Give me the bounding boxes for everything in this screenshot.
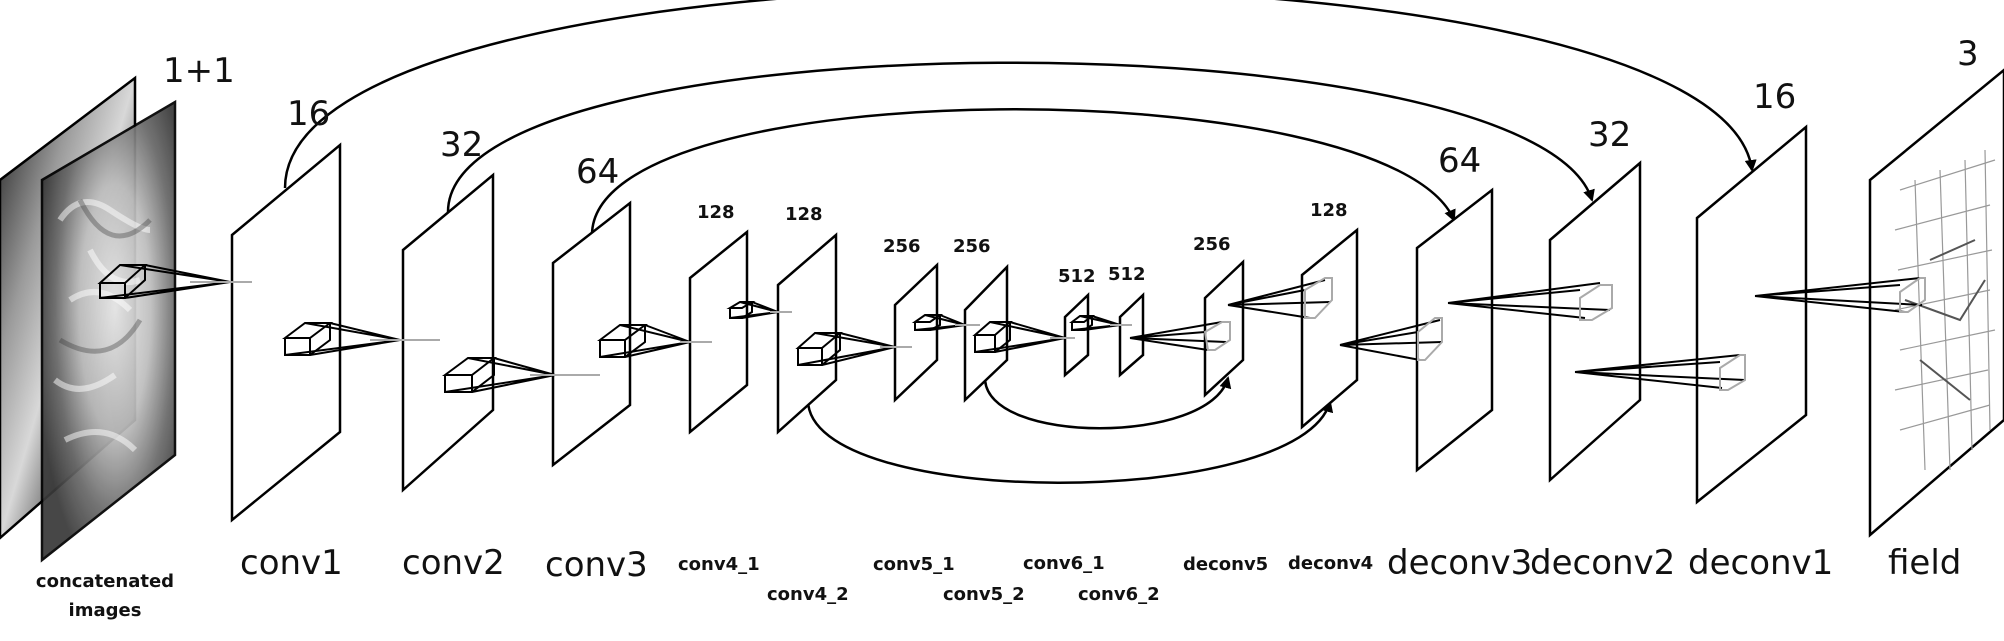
channels-conv2: 32	[440, 125, 483, 165]
channels-deconv1: 16	[1753, 77, 1796, 117]
label-output: field	[1888, 543, 1961, 583]
kernel-conv4-1-conv4-2	[726, 301, 792, 319]
label-conv2: conv2	[402, 543, 505, 583]
layer-planes	[230, 124, 1808, 523]
kernel-deconv3-deconv2	[1447, 282, 1613, 321]
channel-labels: 1+1 16 32 64 128 128 256 256 512 512 256…	[163, 34, 1979, 287]
label-conv6-2: conv6_2	[1078, 584, 1160, 605]
kernel-conv4-2-conv5-1	[795, 332, 912, 366]
channels-conv4-1: 128	[697, 202, 735, 223]
channels-conv4-2: 128	[785, 204, 823, 225]
channels-deconv4: 128	[1310, 200, 1348, 221]
kernel-deconv4-deconv3	[1339, 317, 1443, 361]
channels-input: 1+1	[163, 51, 235, 91]
kernel-conv6-2-deconv5	[1129, 321, 1231, 351]
plane-conv1	[230, 142, 342, 523]
label-input-line1: concatenated	[36, 571, 174, 592]
skip-conv5-deconv5	[983, 376, 1232, 430]
label-deconv1: deconv1	[1688, 543, 1833, 583]
skip-conv3-deconv3	[590, 108, 1456, 236]
label-deconv4: deconv4	[1288, 553, 1373, 574]
label-conv5-2: conv5_2	[943, 584, 1025, 605]
input-image-front	[40, 99, 177, 563]
layer-name-labels: concatenated images conv1 conv2 conv3 co…	[36, 543, 1961, 621]
channels-conv6-2: 512	[1108, 264, 1146, 285]
kernel-conv5-2-conv6-1	[972, 321, 1075, 353]
label-deconv2: deconv2	[1530, 543, 1675, 583]
plane-deconv4	[1300, 227, 1359, 430]
input-images	[0, 75, 177, 563]
label-conv1: conv1	[240, 543, 343, 583]
label-input-line2: images	[69, 600, 142, 621]
channels-conv5-1: 256	[883, 236, 921, 257]
conv-kernels	[97, 264, 1926, 393]
plane-conv6-2	[1118, 292, 1145, 378]
label-conv3: conv3	[545, 545, 648, 585]
kernel-conv3-conv4-1	[597, 324, 712, 358]
channels-conv1: 16	[287, 94, 330, 134]
plane-deconv3	[1415, 187, 1494, 473]
channels-output: 3	[1957, 34, 1979, 74]
skip-conv1-deconv1	[283, 0, 1757, 189]
kernel-deconv5-deconv4	[1227, 277, 1333, 319]
plane-deconv2	[1548, 160, 1642, 483]
plane-conv4-1	[688, 229, 749, 435]
label-deconv3: deconv3	[1387, 543, 1532, 583]
label-conv6-1: conv6_1	[1023, 553, 1105, 574]
channels-conv3: 64	[576, 152, 619, 192]
channels-deconv3: 64	[1438, 141, 1481, 181]
plane-conv2	[401, 172, 495, 493]
kernel-conv1-conv2	[282, 322, 440, 356]
plane-conv3	[551, 200, 632, 468]
label-deconv5: deconv5	[1183, 554, 1268, 575]
skip-connections	[283, 0, 1757, 484]
label-conv4-1: conv4_1	[678, 554, 760, 575]
skip-conv4-deconv4	[806, 399, 1334, 484]
channels-conv6-1: 512	[1058, 266, 1096, 287]
kernel-conv6-1-conv6-2	[1069, 315, 1132, 331]
kernel-conv2-conv3	[441, 357, 600, 393]
skip-conv2-deconv2	[446, 61, 1595, 213]
plane-conv6-1	[1063, 292, 1090, 378]
output-field-plane	[1868, 68, 2004, 538]
plane-deconv5	[1203, 259, 1245, 398]
output-field	[1868, 68, 2004, 538]
channels-deconv5: 256	[1193, 234, 1231, 255]
kernel-deconv2-deconv1	[1574, 354, 1746, 391]
kernel-deconv1-field	[1754, 277, 1926, 313]
plane-conv4-2	[776, 232, 838, 435]
kernel-input-conv1	[97, 264, 252, 299]
label-conv4-2: conv4_2	[767, 584, 849, 605]
kernel-conv5-1-conv5-2	[911, 314, 980, 331]
label-conv5-1: conv5_1	[873, 554, 955, 575]
plane-conv5-1	[893, 262, 939, 403]
channels-deconv2: 32	[1588, 115, 1631, 155]
channels-conv5-2: 256	[953, 236, 991, 257]
plane-conv5-2	[963, 263, 1009, 403]
plane-deconv1	[1695, 124, 1808, 505]
